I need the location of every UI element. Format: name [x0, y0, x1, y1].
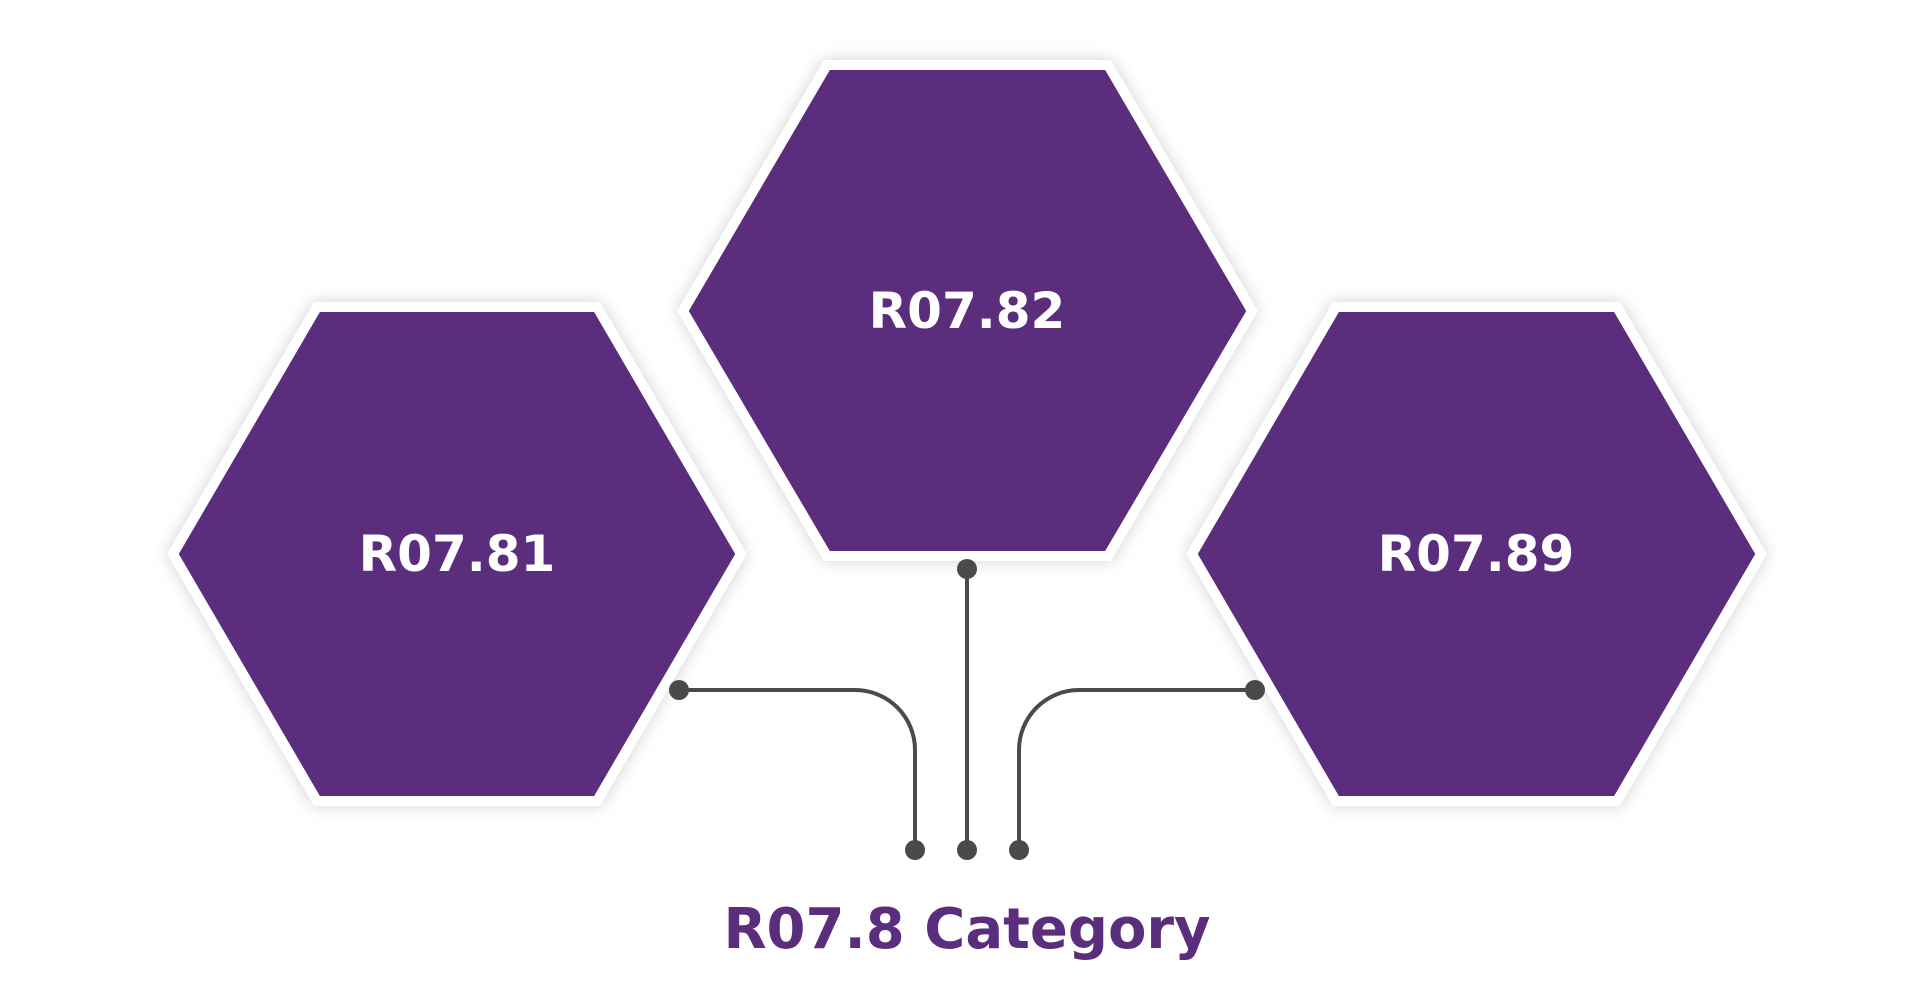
connector-right: [1017, 688, 1257, 852]
connector-center-start-dot: [957, 559, 977, 579]
connector-left-start-dot: [669, 680, 689, 700]
connector-right-start-dot: [1245, 680, 1265, 700]
hexagon-right-label: R07.89: [1378, 525, 1575, 583]
connector-right-end-dot: [1009, 840, 1029, 860]
hexagon-left-shape: [167, 302, 747, 806]
connector-left-end-dot: [905, 840, 925, 860]
hexagon-node-center: R07.82: [677, 60, 1258, 561]
hexagon-node-left: R07.81: [167, 302, 747, 806]
hexagon-left-label: R07.81: [359, 525, 556, 583]
hexagon-center-label: R07.82: [869, 282, 1066, 340]
connector-dots: [669, 559, 1265, 860]
category-label: R07.8 Category: [723, 897, 1210, 962]
connector-left: [677, 688, 917, 852]
connector-center-end-dot: [957, 840, 977, 860]
connector-lines: [677, 567, 1257, 852]
hexagon-right-shape: [1186, 302, 1767, 806]
hexagon-center-shape: [677, 60, 1258, 561]
hexagon-node-right: R07.89: [1186, 302, 1767, 806]
